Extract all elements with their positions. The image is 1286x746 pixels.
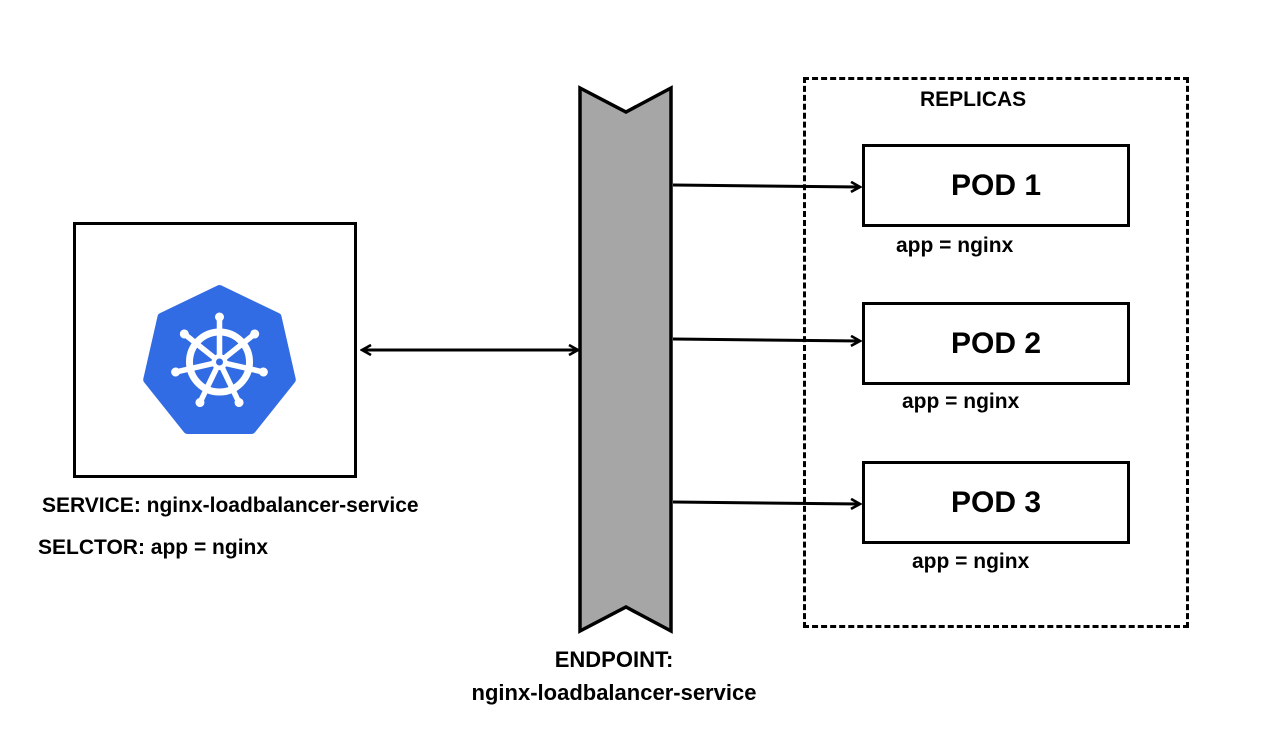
pod-3-label: app = nginx (912, 550, 1030, 573)
pod-3-box: POD 3 (862, 461, 1130, 544)
replicas-container (803, 77, 1189, 628)
pod-1-label: app = nginx (896, 234, 1014, 257)
endpoint-pod2-arrow (672, 339, 860, 341)
endpoint-title: ENDPOINT: (554, 647, 674, 672)
endpoint-shape (578, 85, 673, 634)
replicas-title: REPLICAS (920, 88, 1027, 111)
pod-1-box: POD 1 (862, 144, 1130, 227)
pod-2-name: POD 2 (950, 326, 1042, 360)
pod-2-box: POD 2 (862, 302, 1130, 385)
kubernetes-helm-icon (143, 285, 296, 434)
pod-2-label: app = nginx (902, 390, 1020, 413)
endpoint-pod3-arrow (672, 502, 860, 504)
endpoint-pod1-arrow (672, 185, 860, 187)
endpoint-name: nginx-loadbalancer-service (471, 680, 757, 705)
pod-3-name: POD 3 (950, 485, 1042, 519)
service-box (73, 222, 357, 478)
service-selector-label: SELCTOR: app = nginx (38, 536, 269, 559)
service-name-label: SERVICE: nginx-loadbalancer-service (42, 494, 419, 517)
pod-1-name: POD 1 (950, 168, 1042, 202)
